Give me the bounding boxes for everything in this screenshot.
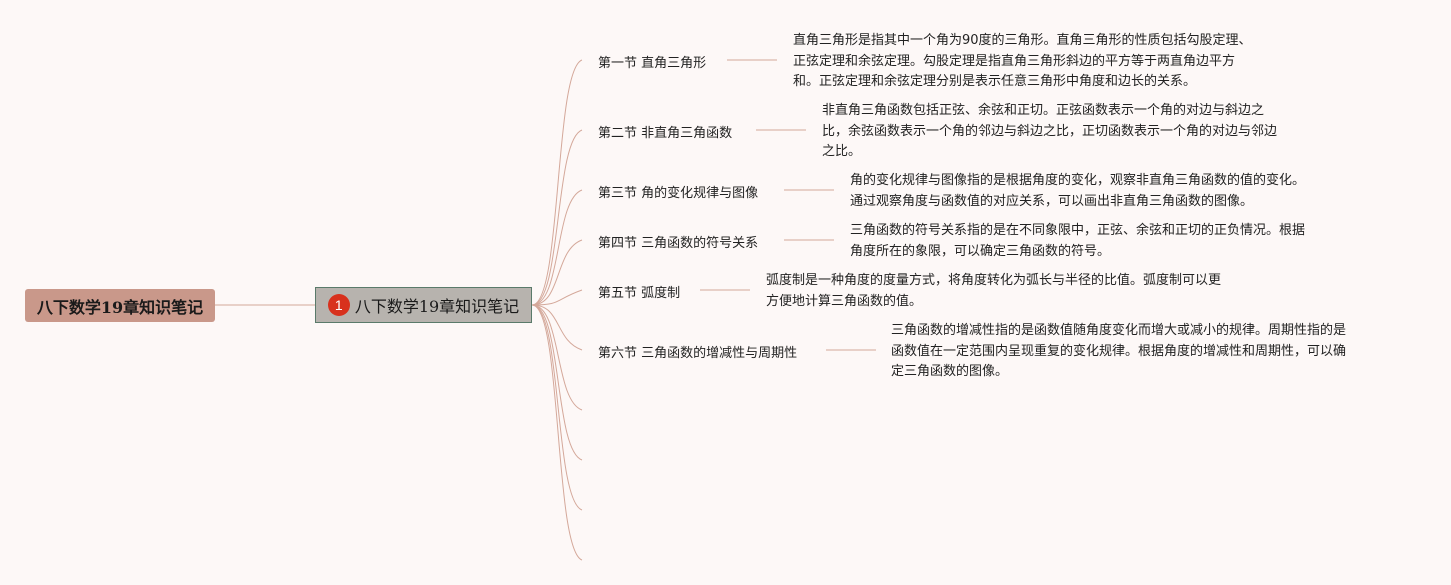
section-1-description[interactable]: 直角三角形是指其中一个角为90度的三角形。直角三角形的性质包括勾股定理、 正弦定… <box>793 31 1252 93</box>
section-1-desc-line: 直角三角形是指其中一个角为90度的三角形。直角三角形的性质包括勾股定理、 <box>793 33 1252 48</box>
section-3-description[interactable]: 角的变化规律与图像指的是根据角度的变化，观察非直角三角函数的值的变化。 通过观察… <box>850 171 1305 212</box>
section-3-title[interactable]: 第三节 角的变化规律与图像 <box>598 186 759 201</box>
section-2-desc-line: 之比。 <box>822 144 862 159</box>
section-4-title[interactable]: 第四节 三角函数的符号关系 <box>598 236 759 251</box>
section-1-title[interactable]: 第一节 直角三角形 <box>598 56 707 71</box>
main-topic-node[interactable]: 1 八下数学19章知识笔记 <box>315 287 532 323</box>
section-1-desc-line: 正弦定理和余弦定理。勾股定理是指直角三角形斜边的平方等于两直角边平方 <box>793 53 1236 69</box>
section-4-desc-line: 三角函数的符号关系指的是在不同象限中，正弦、余弦和正切的正负情况。根据 <box>850 223 1306 238</box>
section-4-description[interactable]: 三角函数的符号关系指的是在不同象限中，正弦、余弦和正切的正负情况。根据 角度所在… <box>850 221 1305 262</box>
section-6-desc-line: 三角函数的增减性指的是函数值随角度变化而增大或减小的规律。周期性指的是 <box>891 323 1347 338</box>
section-6-title[interactable]: 第六节 三角函数的增减性与周期性 <box>598 346 798 361</box>
section-6-description[interactable]: 三角函数的增减性指的是函数值随角度变化而增大或减小的规律。周期性指的是 函数值在… <box>891 321 1346 383</box>
section-1-desc-line: 和。正弦定理和余弦定理分别是表示任意三角形中角度和边长的关系。 <box>793 74 1197 89</box>
section-5-title[interactable]: 第五节 弧度制 <box>598 286 681 301</box>
section-2-description[interactable]: 非直角三角函数包括正弦、余弦和正切。正弦函数表示一个角的对边与斜边之 比，余弦函… <box>822 101 1277 163</box>
section-5-desc-line: 方便地计算三角函数的值。 <box>766 293 923 309</box>
section-2-desc-line: 非直角三角函数包括正弦、余弦和正切。正弦函数表示一个角的对边与斜边之 <box>822 103 1265 118</box>
root-node-label: 八下数学19章知识笔记 <box>36 297 204 317</box>
branch-connector <box>531 59 583 306</box>
root-node[interactable]: 八下数学19章知识笔记 <box>25 289 215 322</box>
section-6-desc-line: 函数值在一定范围内呈现重复的变化规律。根据角度的增减性和周期性，可以确 <box>891 343 1347 359</box>
section-5-desc-line: 弧度制是一种角度的度量方式，将角度转化为弧长与半径的比值。弧度制可以更 <box>766 273 1222 288</box>
branch-connector <box>531 304 583 411</box>
branch-connector <box>531 289 583 306</box>
branch-connector <box>531 239 583 306</box>
section-2-title[interactable]: 第二节 非直角三角函数 <box>598 126 733 141</box>
section-4-desc-line: 角度所在的象限，可以确定三角函数的符号。 <box>850 243 1111 259</box>
branch-connector <box>531 189 583 306</box>
main-topic-label: 八下数学19章知识笔记 <box>354 297 520 316</box>
section-6-desc-line: 定三角函数的图像。 <box>891 364 1009 379</box>
section-2-desc-line: 比，余弦函数表示一个角的邻边与斜边之比，正切函数表示一个角的对边与邻边 <box>822 123 1278 139</box>
marker-number-1-icon: 1 <box>327 294 350 316</box>
branch-connector <box>531 304 583 351</box>
section-5-description[interactable]: 弧度制是一种角度的度量方式，将角度转化为弧长与半径的比值。弧度制可以更 方便地计… <box>766 271 1221 312</box>
branch-connector <box>531 129 583 306</box>
branch-connector <box>531 304 583 561</box>
branch-connector <box>531 304 583 461</box>
section-3-desc-line: 角的变化规律与图像指的是根据角度的变化，观察非直角三角函数的值的变化。 <box>850 173 1306 188</box>
branch-connector <box>531 304 583 511</box>
section-3-desc-line: 通过观察角度与函数值的对应关系，可以画出非直角三角函数的图像。 <box>850 193 1254 209</box>
